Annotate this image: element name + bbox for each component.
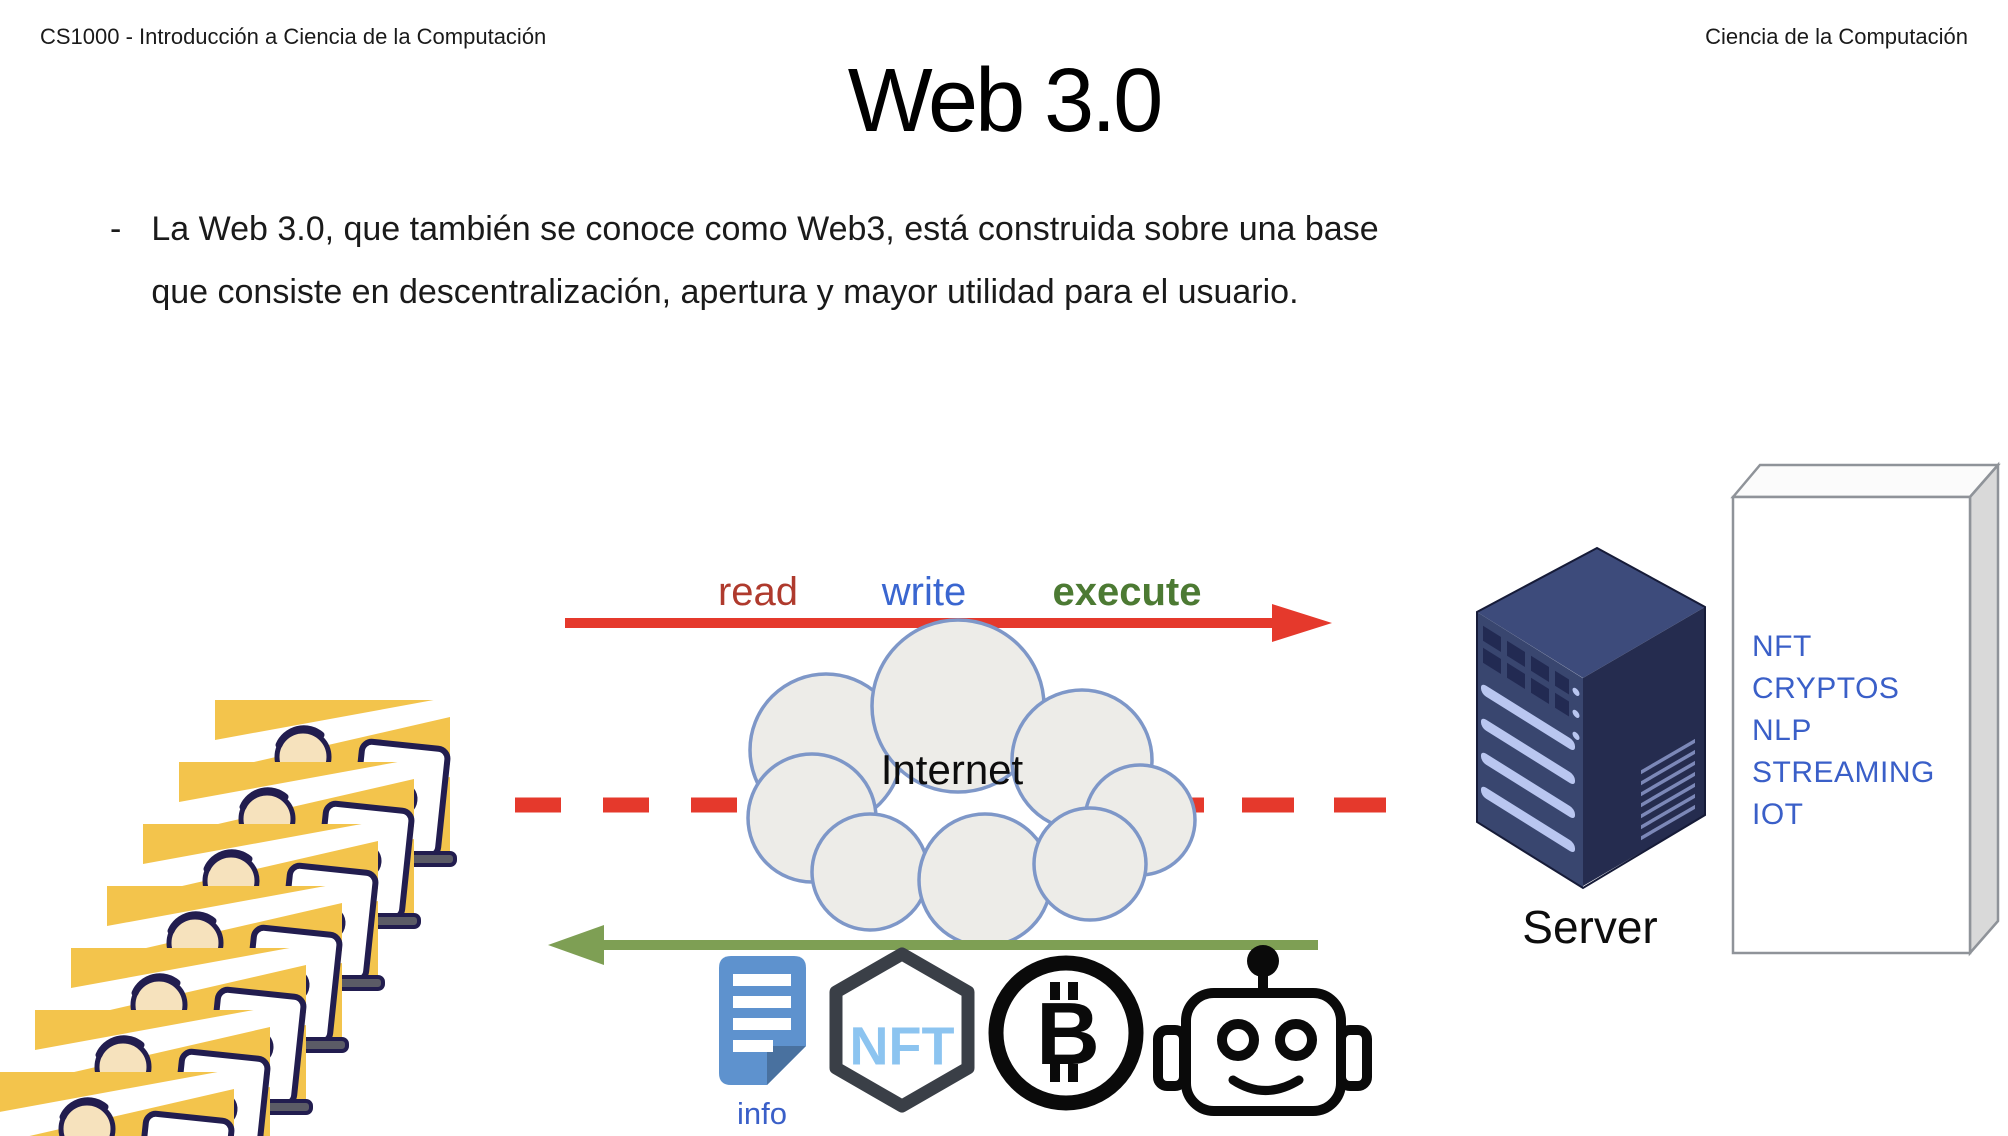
bullet-text: La Web 3.0, que también se conoce como W… — [151, 198, 1378, 324]
nft-hexagon-icon: NFT — [829, 947, 975, 1113]
page-title: Web 3.0 — [847, 51, 1164, 151]
service-item: IOT — [1752, 798, 1804, 831]
server-tower-icon — [1476, 546, 1706, 890]
info-label: info — [737, 1096, 787, 1131]
header-course-code: CS1000 - Introducción a Ciencia de la Co… — [40, 24, 547, 49]
bullet-line-2: que consiste en descentralización, apert… — [151, 273, 1299, 311]
server-vents — [1641, 738, 1695, 841]
bullet-line-1: La Web 3.0, que también se conoce como W… — [151, 210, 1379, 248]
service-item: CRYPTOS — [1752, 672, 1900, 705]
bullet-marker: - — [110, 210, 122, 248]
flow-label-write: write — [881, 570, 967, 614]
server-label: Server — [1522, 901, 1658, 953]
bullet-paragraph: - La Web 3.0, que también se conoce como… — [110, 198, 1530, 324]
header-course-name: Ciencia de la Computación — [1705, 24, 1968, 49]
internet-cloud — [746, 618, 1197, 948]
services-list: NFT CRYPTOS NLP STREAMING IOT — [1752, 626, 1935, 836]
internet-label: Internet — [880, 746, 1024, 793]
flow-label-read: read — [717, 570, 799, 614]
server-grid — [1483, 625, 1569, 717]
services-box — [1730, 461, 2001, 957]
flow-label-execute: execute — [1052, 570, 1202, 614]
service-item: STREAMING — [1752, 756, 1935, 789]
request-arrow — [565, 604, 1332, 642]
robot-icon — [1153, 945, 1372, 1116]
bitcoin-icon: B — [988, 955, 1144, 1111]
info-document-icon — [719, 956, 806, 1085]
service-item: NFT — [1752, 630, 1812, 663]
response-arrow — [548, 925, 1318, 965]
service-item: NLP — [1752, 714, 1812, 747]
nft-icon-text: NFT — [850, 1016, 955, 1076]
server-slats — [1481, 684, 1575, 853]
